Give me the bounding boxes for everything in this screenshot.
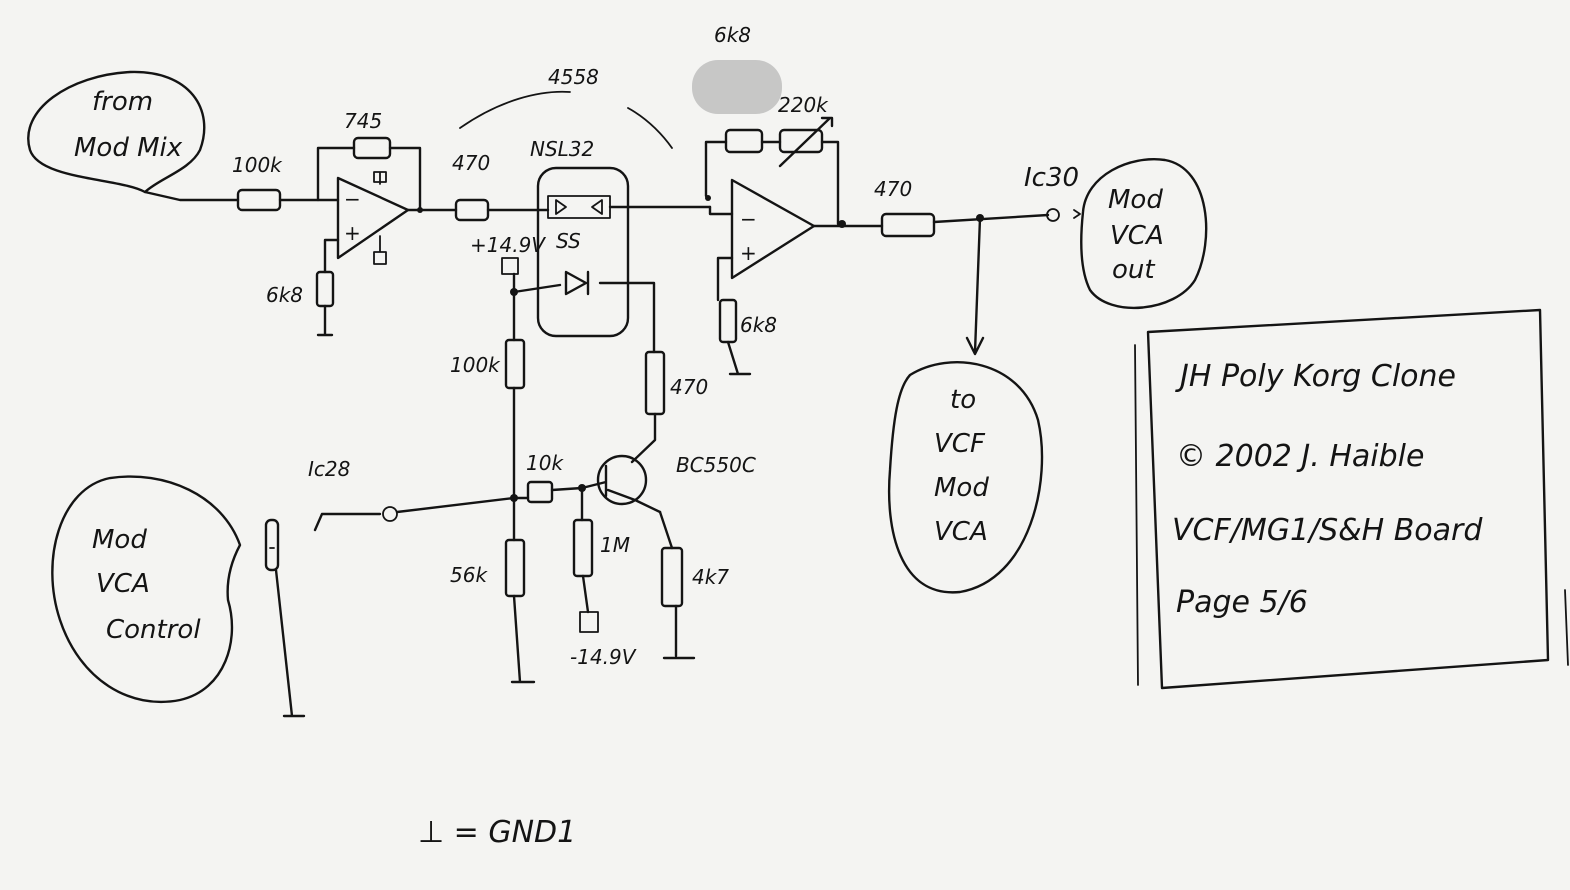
- bubble-from-mod-mix: from Mod Mix: [27, 70, 206, 194]
- bubble-text: Mod: [92, 525, 147, 555]
- control-input-jack: [264, 518, 306, 718]
- label-r-470-a: 470: [452, 151, 490, 175]
- label-r-4k7: 4k7: [692, 565, 729, 589]
- label-ic28: Ic28: [308, 457, 350, 481]
- title-line-1: JH Poly Korg Clone: [1175, 359, 1456, 394]
- output-stage: 6k8 220k − + 6k8 470 Ic30: [692, 23, 1081, 376]
- label-ic-4558: 4558: [548, 65, 599, 89]
- resistor-4k7: [660, 546, 684, 608]
- title-block: JH Poly Korg Clone © 2002 J. Haible VCF/…: [1134, 308, 1569, 690]
- bubble-text: VCA: [96, 569, 150, 599]
- resistor-10k: [526, 480, 554, 504]
- svg-text:−: −: [740, 207, 757, 231]
- bubble-text: Control: [106, 615, 201, 645]
- label-transistor: BC550C: [676, 453, 756, 477]
- title-line-2: © 2002 J. Haible: [1176, 439, 1424, 474]
- resistor-100k-vertical: [504, 338, 526, 390]
- label-r-470-out: 470: [874, 177, 912, 201]
- bubble-text: VCF: [934, 429, 986, 459]
- label-r-220k: 220k: [778, 93, 829, 117]
- label-r-6k8-right: 6k8: [740, 313, 777, 337]
- label-nsl-ss: SS: [556, 229, 581, 253]
- resistor-6k8-left: [315, 270, 335, 308]
- label-r-6k8-top: 6k8: [714, 23, 751, 47]
- label-r-input: 100k: [232, 153, 283, 177]
- svg-text:+: +: [740, 241, 757, 265]
- svg-text:−: −: [344, 187, 361, 211]
- resistor-6k8-feedback: [724, 128, 764, 154]
- bubble-text: from: [92, 87, 153, 117]
- resistor-745-feedback: [352, 136, 392, 160]
- label-r-10k: 10k: [526, 451, 564, 475]
- driver-stage: +14.9V 100k 470 BC550C Ic28 10k 56k 1M -…: [308, 233, 756, 684]
- bubble-mod-vca-control: Mod VCA Control: [51, 475, 242, 704]
- led-diode: [564, 270, 590, 296]
- label-r-6k8-left: 6k8: [266, 283, 303, 307]
- bubble-text: to: [950, 385, 976, 415]
- trimmer-220k: [778, 128, 824, 154]
- label-ic30: Ic30: [1024, 163, 1079, 193]
- label-supply-neg: -14.9V: [570, 645, 637, 669]
- bubble-text: VCA: [934, 517, 988, 547]
- resistor-56k: [504, 538, 526, 598]
- bubble-text: Mod Mix: [74, 133, 183, 163]
- label-nsl32: NSL32: [530, 137, 594, 161]
- resistor-470-output: [880, 212, 936, 238]
- resistor-6k8-right: [718, 298, 738, 344]
- resistor-100k-input: [236, 188, 282, 212]
- transistor-bc550c: [596, 454, 648, 506]
- title-line-3: VCF/MG1/S&H Board: [1172, 513, 1483, 548]
- bubble-mod-vca-out: Mod VCA out: [1080, 158, 1208, 310]
- label-supply-pos: +14.9V: [470, 233, 546, 257]
- label-r-56k: 56k: [450, 563, 488, 587]
- bubble-text: Mod: [934, 473, 989, 503]
- resistor-470-a: [454, 198, 490, 222]
- bubble-text: out: [1112, 255, 1155, 285]
- ldr-cell: [547, 195, 611, 219]
- label-r-feedback: 745: [344, 109, 382, 133]
- svg-text:+: +: [344, 221, 361, 245]
- bubble-text: VCA: [1110, 221, 1164, 251]
- label-r-470-collector: 470: [670, 375, 708, 399]
- label-r-1m: 1M: [600, 533, 630, 557]
- vca-core: 4558 NSL32 SS: [459, 65, 712, 338]
- ground-note: ⊥ = GND1: [418, 815, 576, 850]
- bubble-text: Mod: [1108, 185, 1163, 215]
- bubble-to-vcf-mod-vca: to VCF Mod VCA: [887, 361, 1044, 594]
- opamp-1: [336, 176, 410, 260]
- resistor-1m: [572, 518, 594, 578]
- input-stage: 100k 745 − + 6k8 470: [143, 109, 550, 337]
- title-line-4: Page 5/6: [1176, 585, 1308, 620]
- resistor-470-collector: [644, 350, 666, 416]
- opamp-2: [730, 178, 816, 280]
- label-r-100k-vertical: 100k: [450, 353, 501, 377]
- optocoupler-nsl32: [536, 166, 630, 338]
